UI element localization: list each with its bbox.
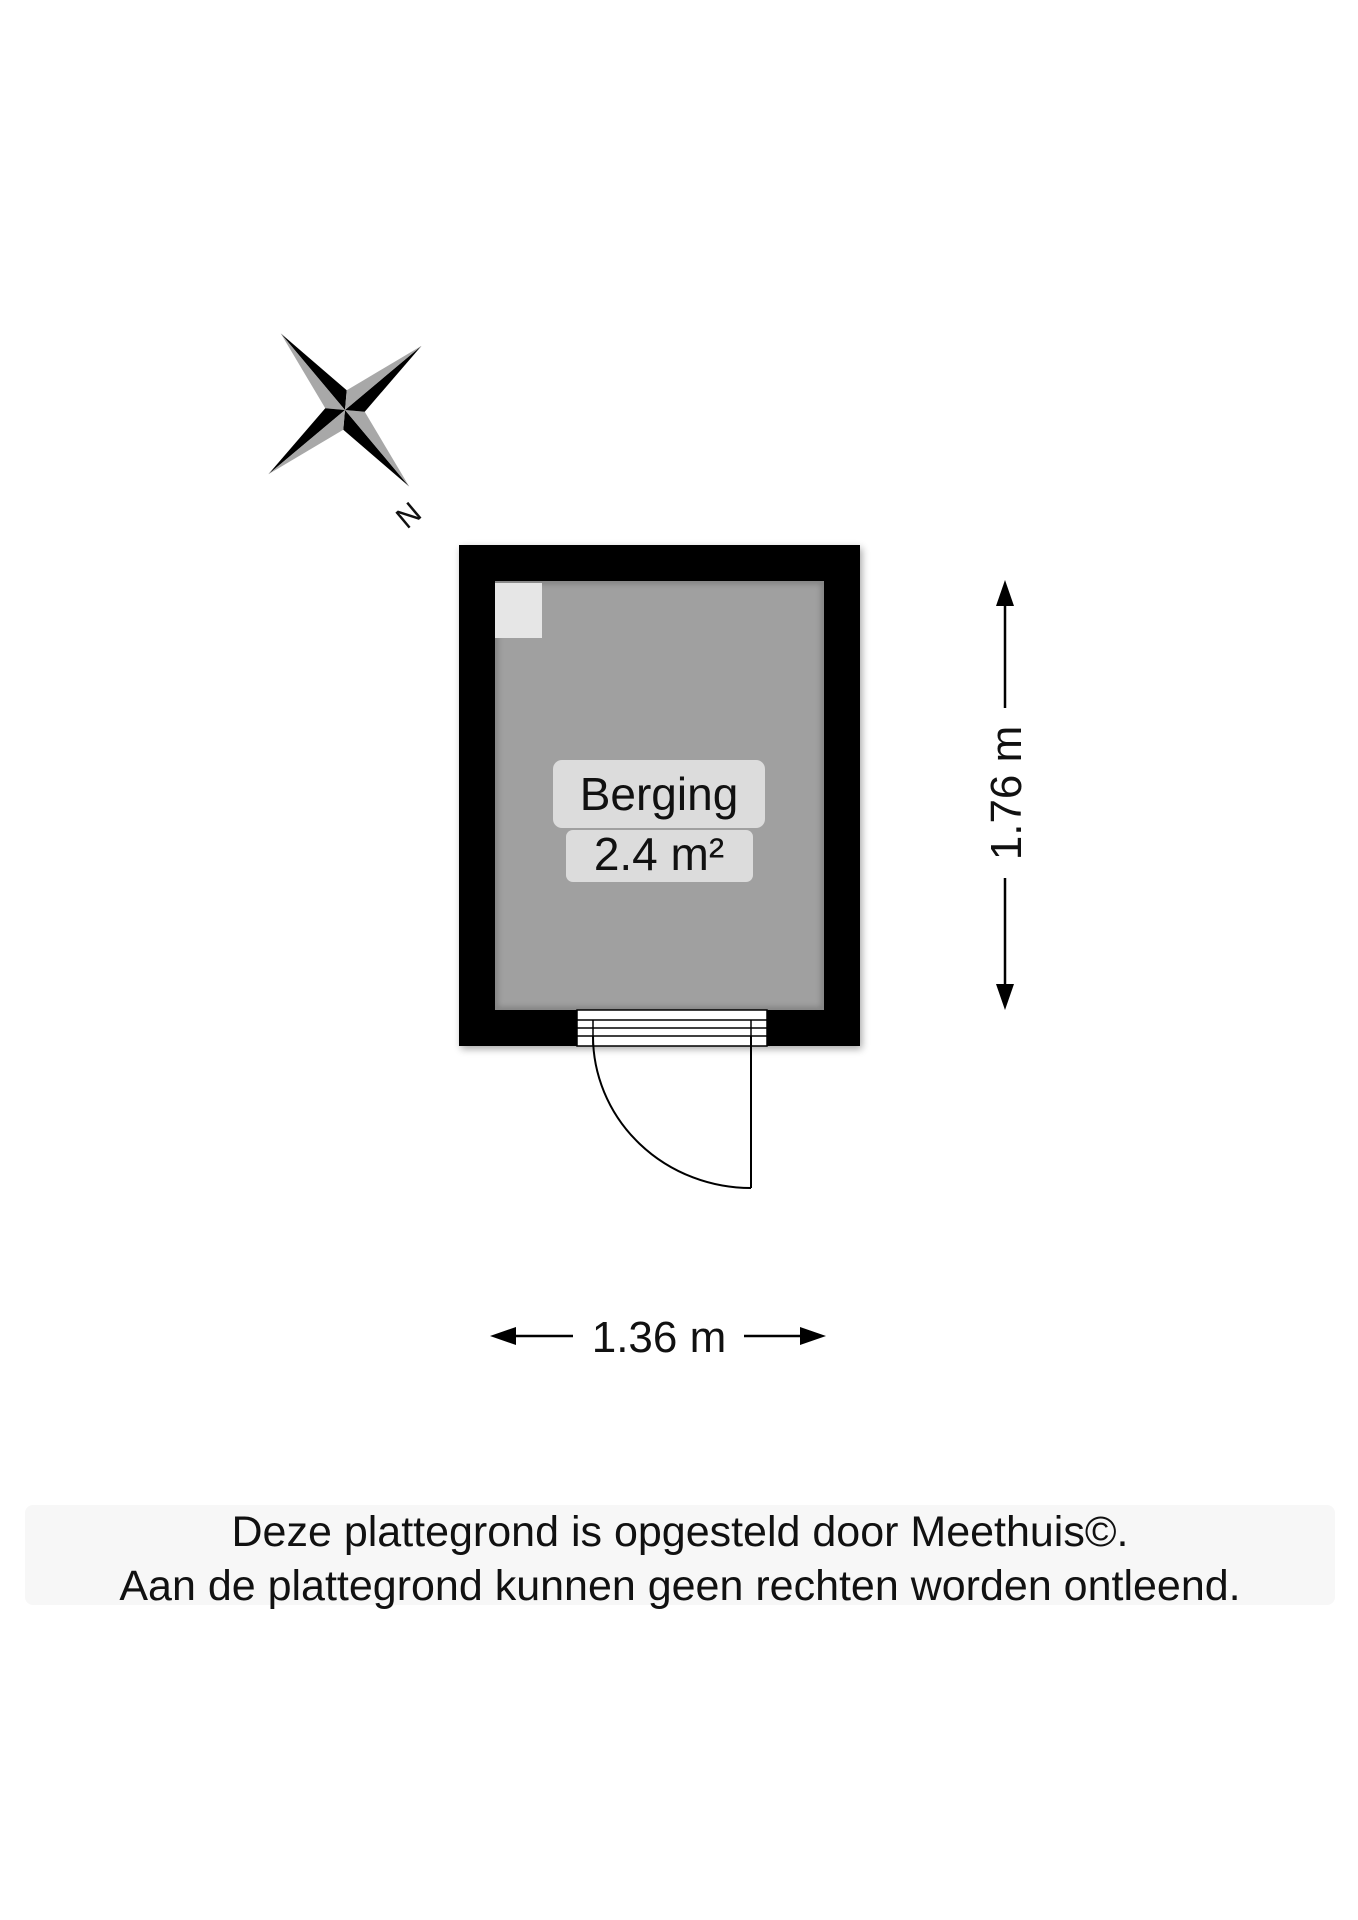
compass-point-west-light [268, 410, 345, 475]
room-area: 2.4 m² [594, 828, 724, 880]
width-arrow-left-icon [490, 1327, 516, 1345]
width-dimension [490, 1327, 826, 1345]
height-arrow-down-icon [996, 984, 1014, 1010]
width-arrow-right-icon [800, 1327, 826, 1345]
compass-north-label: N [390, 496, 428, 535]
corner-fixture [495, 583, 542, 638]
disclaimer-box: Deze plattegrond is opgesteld door Meeth… [25, 1505, 1335, 1610]
compass-point-south-light [280, 333, 345, 410]
compass-point-north-light [345, 410, 410, 487]
height-arrow-up-icon [996, 580, 1014, 606]
compass-point-south [280, 333, 347, 410]
width-dimension-label: 1.36 m [592, 1313, 727, 1362]
compass-point-west [268, 408, 345, 475]
disclaimer-line-1: Deze plattegrond is opgesteld door Meeth… [231, 1508, 1129, 1556]
height-dimension [996, 580, 1014, 1010]
compass-point-east-light [345, 345, 422, 410]
room-name-bg [553, 760, 765, 828]
compass-point-north [343, 410, 410, 487]
room-area-bg [566, 830, 753, 882]
room-name: Berging [580, 768, 739, 820]
compass-point-east [345, 345, 422, 412]
disclaimer-line-2: Aan de plattegrond kunnen geen rechten w… [119, 1562, 1241, 1610]
door-swing-arc [592, 1035, 752, 1189]
height-dimension-label: 1.76 m [982, 726, 1031, 861]
compass-rose-icon [268, 333, 422, 487]
